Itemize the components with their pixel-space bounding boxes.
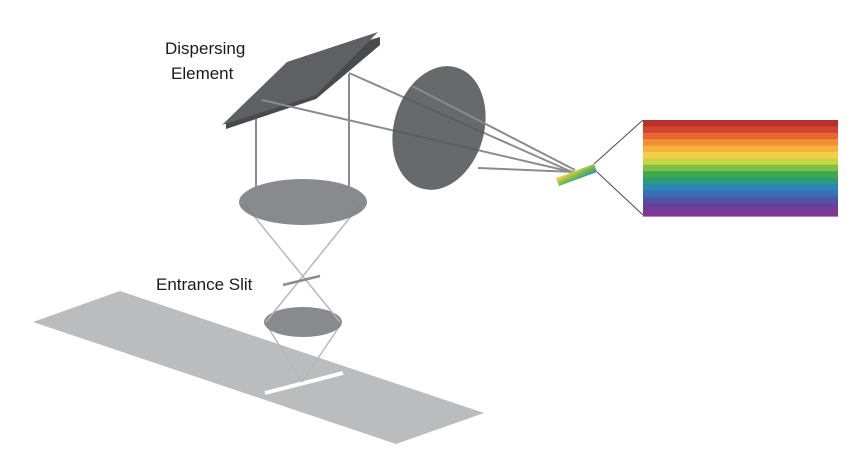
focal-plane-spectrum bbox=[556, 164, 597, 186]
focusing-lens bbox=[392, 66, 486, 190]
spectrum-band bbox=[643, 164, 838, 172]
slit-image-on-sample bbox=[264, 371, 344, 395]
spectrum-band bbox=[643, 203, 838, 211]
spectrum-band bbox=[643, 196, 838, 204]
objective-lens bbox=[264, 307, 342, 337]
dispersing-element bbox=[222, 32, 380, 129]
magnification-lines bbox=[593, 119, 644, 216]
entrance-slit bbox=[282, 274, 321, 287]
spectrum-band bbox=[643, 139, 838, 147]
spectrum-band bbox=[643, 184, 838, 191]
spectrum-band bbox=[643, 132, 838, 140]
spectrum-band bbox=[643, 190, 838, 198]
spectrum-band bbox=[643, 126, 838, 134]
spectrum-band bbox=[643, 177, 838, 185]
collimated-beams bbox=[255, 74, 350, 215]
slit-crossing-beams bbox=[244, 204, 361, 323]
spectrum-band bbox=[643, 209, 838, 217]
focused-beams bbox=[411, 85, 576, 173]
enlarged-spectrum bbox=[643, 120, 838, 217]
objective-cone bbox=[265, 323, 342, 383]
dispersing-element-label-line2: Element bbox=[171, 64, 234, 83]
spectrum-band bbox=[643, 152, 838, 159]
spectrum-band bbox=[643, 158, 838, 166]
spectrum-band bbox=[643, 120, 838, 127]
sample-plane bbox=[33, 291, 484, 444]
dispersing-element-label-line1: Dispersing bbox=[165, 39, 245, 58]
spectrum-band bbox=[643, 171, 838, 179]
entrance-slit-label: Entrance Slit bbox=[156, 275, 253, 294]
collimating-lens bbox=[239, 179, 367, 225]
spectrum-band bbox=[643, 145, 838, 153]
